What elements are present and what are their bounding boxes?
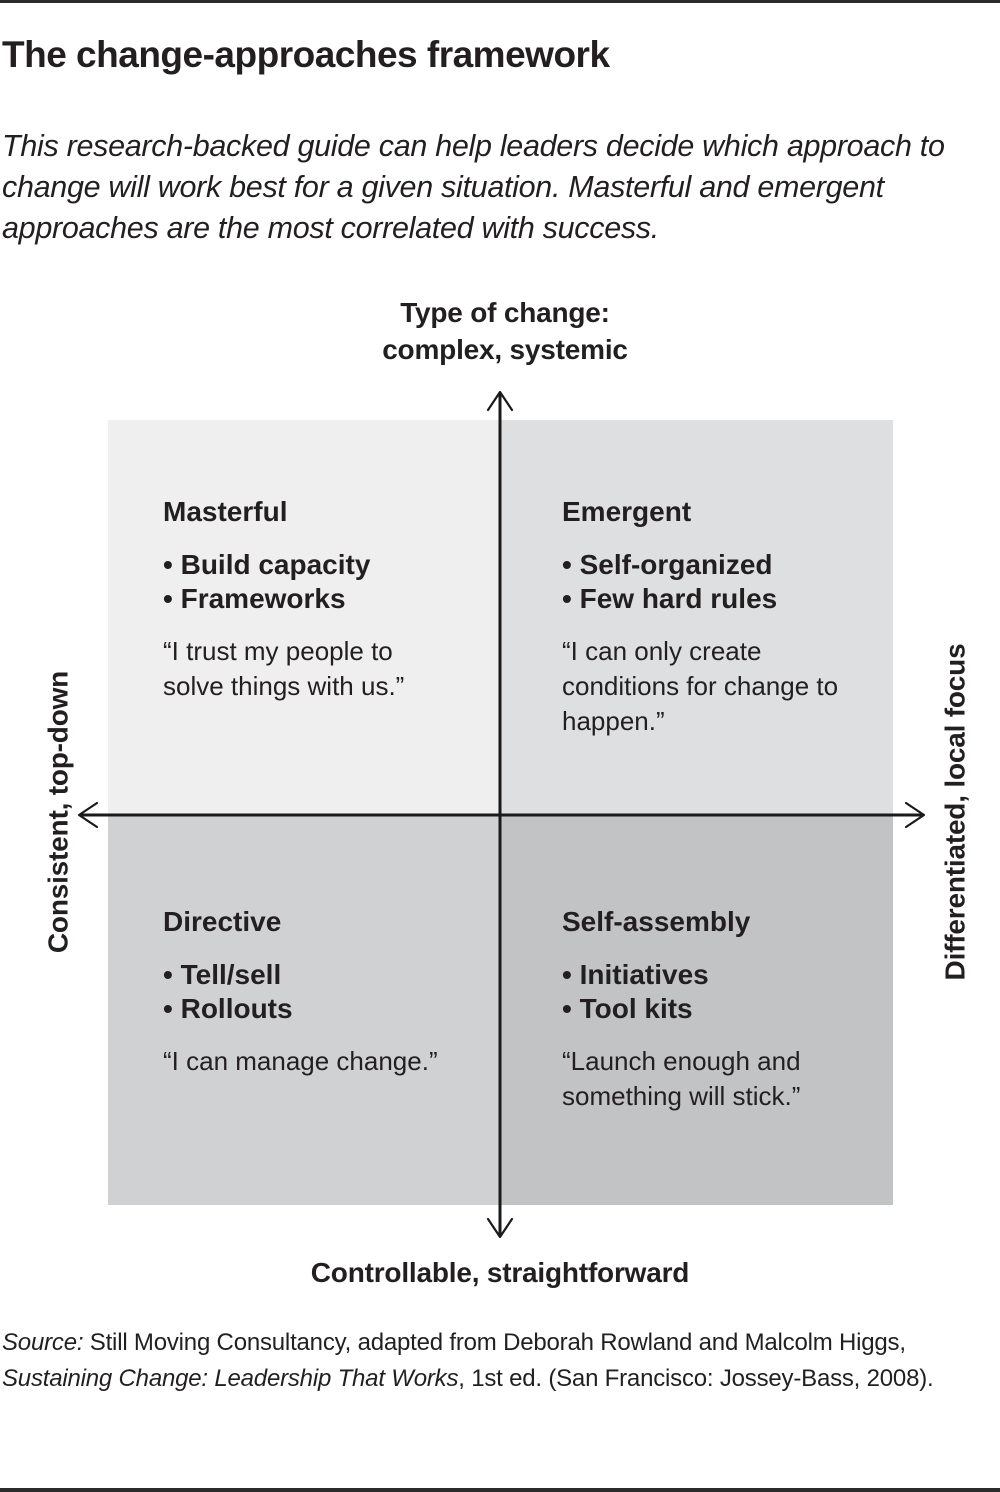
bottom-rule bbox=[0, 1488, 1000, 1492]
source-label: Source: bbox=[2, 1329, 84, 1356]
axis-label-bottom: Controllable, straightforward bbox=[310, 1257, 690, 1288]
axis-label-left: Consistent, top-down bbox=[42, 670, 74, 954]
quadrant-emergent: Emergent Self-organized Few hard rules “… bbox=[501, 420, 893, 815]
quadrant-bullets: Initiatives Tool kits bbox=[562, 958, 862, 1026]
source-book-title: Sustaining Change: Leadership That Works bbox=[2, 1365, 459, 1392]
page-subtitle: This research-backed guide can help lead… bbox=[2, 129, 945, 245]
source-text-2: , 1st ed. (San Francisco: Jossey-Bass, 2… bbox=[458, 1365, 934, 1392]
quadrant-masterful: Masterful Build capacity Frameworks “I t… bbox=[108, 420, 501, 815]
bullet-item: Rollouts bbox=[163, 992, 443, 1026]
quadrant-quote: “I can only create conditions for change… bbox=[562, 636, 839, 736]
source-text-1: Still Moving Consultancy, adapted from D… bbox=[83, 1329, 906, 1356]
quadrant-quote: “I trust my people to solve things with … bbox=[163, 636, 405, 701]
axis-label-top-line2: complex, systemic bbox=[382, 334, 628, 365]
axis-label-top-line1: Type of change: bbox=[400, 297, 610, 328]
bullet-item: Tool kits bbox=[562, 992, 862, 1026]
bullet-item: Build capacity bbox=[163, 548, 443, 582]
quadrant-quote: “I can manage change.” bbox=[163, 1046, 438, 1076]
quadrant-title: Emergent bbox=[562, 496, 692, 527]
page-title: The change-approaches framework bbox=[2, 34, 610, 75]
quadrant-quote: “Launch enough and something will stick.… bbox=[562, 1046, 801, 1111]
arrow-up-icon bbox=[486, 390, 514, 412]
quadrant-title: Masterful bbox=[163, 496, 288, 527]
quadrant-self-assembly: Self-assembly Initiatives Tool kits “Lau… bbox=[501, 815, 893, 1205]
arrow-right-icon bbox=[904, 801, 926, 829]
axis-label-right: Differentiated, local focus bbox=[939, 643, 971, 981]
quadrant-bullets: Self-organized Few hard rules bbox=[562, 548, 842, 616]
quadrant-title: Directive bbox=[163, 906, 282, 937]
bullet-item: Tell/sell bbox=[163, 958, 443, 992]
quadrant-bullets: Build capacity Frameworks bbox=[163, 548, 443, 616]
quadrant-bullets: Tell/sell Rollouts bbox=[163, 958, 443, 1026]
quadrant-title: Self-assembly bbox=[562, 906, 751, 937]
bullet-item: Few hard rules bbox=[562, 582, 842, 616]
arrow-left-icon bbox=[77, 801, 99, 829]
arrow-down-icon bbox=[486, 1217, 514, 1239]
source-note: Source: Still Moving Consultancy, adapte… bbox=[2, 1325, 992, 1397]
bullet-item: Initiatives bbox=[562, 958, 862, 992]
bullet-item: Frameworks bbox=[163, 582, 443, 616]
axis-label-top: Type of change: complex, systemic bbox=[300, 294, 710, 368]
bullet-item: Self-organized bbox=[562, 548, 842, 582]
top-rule bbox=[0, 0, 1000, 3]
quadrant-directive: Directive Tell/sell Rollouts “I can mana… bbox=[108, 815, 501, 1205]
